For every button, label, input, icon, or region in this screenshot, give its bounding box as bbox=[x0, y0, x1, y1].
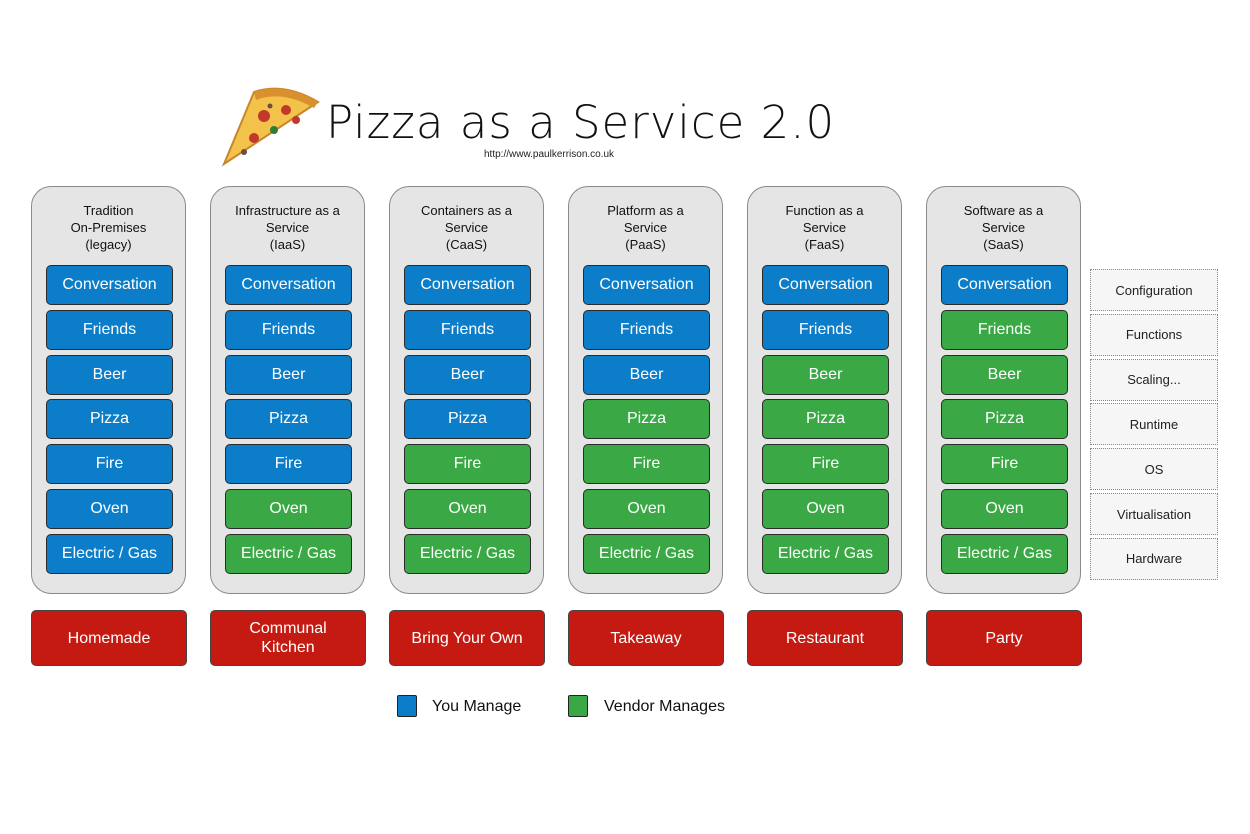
column-header-line: (PaaS) bbox=[625, 237, 666, 252]
layer-beer: Beer bbox=[941, 354, 1068, 395]
source-url: http://www.paulkerrison.co.uk bbox=[484, 149, 615, 160]
layer-friends: Friends bbox=[941, 309, 1068, 350]
model-label: Restaurant bbox=[747, 610, 903, 666]
layer-electric-gas: Electric / Gas bbox=[583, 533, 710, 574]
legend-swatch-vendor-manages bbox=[568, 695, 588, 717]
column-header-line: Service bbox=[981, 220, 1026, 235]
column-header-line: (SaaS) bbox=[983, 237, 1024, 252]
cloud-layer-label: OS bbox=[1090, 448, 1218, 491]
legend-label-vendor-manages: Vendor Manages bbox=[604, 698, 725, 715]
column-header: Software as a Service (SaaS) bbox=[927, 202, 1080, 253]
column-header-line: Platform as a bbox=[607, 203, 684, 218]
column-header: Containers as a Service (CaaS) bbox=[390, 202, 543, 253]
column-header: Platform as a Service (PaaS) bbox=[569, 202, 722, 253]
layer-electric-gas: Electric / Gas bbox=[404, 533, 531, 574]
layer-conversation: Conversation bbox=[941, 265, 1068, 305]
column-header: Infrastructure as a Service (IaaS) bbox=[211, 202, 364, 253]
column-header-line: Infrastructure as a bbox=[235, 203, 340, 218]
layer-oven: Oven bbox=[941, 489, 1068, 529]
layer-oven: Oven bbox=[762, 489, 889, 529]
legend-label-you-manage: You Manage bbox=[432, 698, 522, 715]
layer-conversation: Conversation bbox=[225, 265, 352, 305]
column-header-line: Service bbox=[265, 220, 310, 235]
layer-friends: Friends bbox=[583, 309, 710, 350]
diagram-title: Pizza as a Service 2.0 bbox=[326, 96, 836, 149]
layer-fire: Fire bbox=[762, 444, 889, 485]
layer-fire: Fire bbox=[46, 444, 173, 485]
layer-friends: Friends bbox=[404, 309, 531, 350]
layer-electric-gas: Electric / Gas bbox=[225, 533, 352, 574]
cloud-layer-label: Configuration bbox=[1090, 269, 1218, 311]
cloud-layer-label: Functions bbox=[1090, 313, 1218, 356]
layer-fire: Fire bbox=[404, 444, 531, 485]
model-label-line: Homemade bbox=[67, 629, 151, 647]
layer-beer: Beer bbox=[404, 354, 531, 395]
pizza-slice-logo bbox=[221, 87, 320, 167]
column-header-line: (legacy) bbox=[85, 237, 132, 252]
column-header-line: Service bbox=[623, 220, 668, 235]
legend-swatch-you-manage bbox=[397, 695, 417, 717]
model-label: Homemade bbox=[31, 610, 187, 666]
model-label-line: Kitchen bbox=[261, 639, 315, 656]
layer-pizza: Pizza bbox=[762, 399, 889, 440]
column-header-line: On-Premises bbox=[70, 220, 147, 235]
model-label-line: Communal bbox=[249, 620, 327, 637]
layer-beer: Beer bbox=[762, 354, 889, 395]
column-header-line: Function as a bbox=[785, 203, 864, 218]
layer-fire: Fire bbox=[941, 444, 1068, 485]
column-header-line: Service bbox=[802, 220, 847, 235]
cloud-layer-label: Runtime bbox=[1090, 403, 1218, 446]
column-header-line: (CaaS) bbox=[445, 237, 488, 252]
model-label-line: Bring Your Own bbox=[411, 629, 523, 647]
cloud-layer-label: Hardware bbox=[1090, 537, 1218, 580]
layer-conversation: Conversation bbox=[583, 265, 710, 305]
service-column: Infrastructure as a Service (IaaS) Conversa… bbox=[210, 186, 365, 594]
layer-electric-gas: Electric / Gas bbox=[941, 533, 1068, 574]
layer-electric-gas: Electric / Gas bbox=[46, 533, 173, 574]
layer-oven: Oven bbox=[225, 489, 352, 529]
column-header-line: (IaaS) bbox=[269, 237, 306, 252]
layer-conversation: Conversation bbox=[404, 265, 531, 305]
layer-pizza: Pizza bbox=[225, 399, 352, 440]
cloud-layer-label: Virtualisation bbox=[1090, 493, 1218, 535]
cloud-layer-label: Scaling... bbox=[1090, 358, 1218, 401]
layer-beer: Beer bbox=[46, 354, 173, 395]
model-label: Bring Your Own bbox=[389, 610, 545, 666]
model-label: Party bbox=[926, 610, 1082, 666]
column-header: Function as a Service (FaaS) bbox=[748, 202, 901, 253]
model-label: Takeaway bbox=[568, 610, 724, 666]
layer-pizza: Pizza bbox=[941, 399, 1068, 440]
layer-fire: Fire bbox=[225, 444, 352, 485]
model-label-line: Party bbox=[985, 629, 1023, 647]
column-header-line: Software as a bbox=[963, 203, 1044, 218]
layer-oven: Oven bbox=[404, 489, 531, 529]
service-column: Containers as a Service (CaaS) Conversation… bbox=[389, 186, 544, 594]
layer-pizza: Pizza bbox=[46, 399, 173, 440]
column-header-line: Service bbox=[444, 220, 489, 235]
column-header-line: (FaaS) bbox=[804, 237, 845, 252]
column-header-line: Tradition bbox=[83, 203, 134, 218]
layer-fire: Fire bbox=[583, 444, 710, 485]
layer-electric-gas: Electric / Gas bbox=[762, 533, 889, 574]
model-label-line: Restaurant bbox=[785, 629, 865, 647]
column-header-line: Containers as a bbox=[420, 203, 513, 218]
layer-friends: Friends bbox=[762, 309, 889, 350]
layer-pizza: Pizza bbox=[583, 399, 710, 440]
layer-oven: Oven bbox=[583, 489, 710, 529]
model-label-line: Takeaway bbox=[610, 629, 682, 647]
layer-conversation: Conversation bbox=[762, 265, 889, 305]
layer-beer: Beer bbox=[583, 354, 710, 395]
layer-friends: Friends bbox=[225, 309, 352, 350]
layer-conversation: Conversation bbox=[46, 265, 173, 305]
layer-beer: Beer bbox=[225, 354, 352, 395]
layer-oven: Oven bbox=[46, 489, 173, 529]
layer-pizza: Pizza bbox=[404, 399, 531, 440]
layer-friends: Friends bbox=[46, 309, 173, 350]
